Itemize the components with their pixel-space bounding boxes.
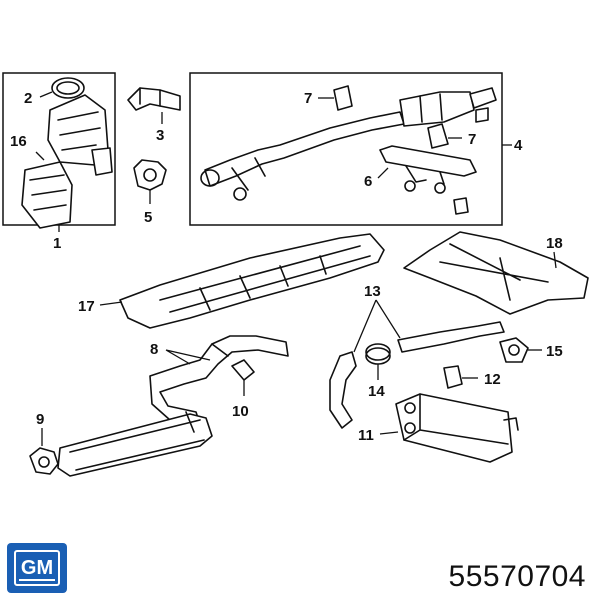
callout-14: 14: [368, 383, 385, 400]
callout-5: 5: [144, 209, 152, 226]
intermediate-pipe-part: [149, 335, 289, 425]
tailpipe-part: [329, 299, 505, 429]
group-box-4: [189, 72, 503, 226]
isolator-part-15: [499, 337, 542, 363]
callout-11: 11: [358, 427, 374, 444]
isolator-part-lower: [427, 123, 462, 149]
resonator-part: [57, 411, 213, 477]
heat-shield-part: [99, 233, 385, 329]
manifold-converter-part: [21, 94, 113, 229]
bracket-part-3: [127, 87, 181, 124]
callout-16: 16: [10, 133, 27, 150]
callout-3: 3: [156, 127, 164, 144]
insulator-part-12: [443, 365, 478, 389]
muffler-part: [379, 393, 519, 463]
callout-13: 13: [364, 283, 381, 300]
bracket-part-6: [377, 107, 489, 215]
isolator-part-upper: [318, 85, 353, 111]
callout-2: 2: [24, 90, 32, 107]
callout-9: 9: [36, 411, 44, 428]
gasket-part-9: [29, 428, 59, 475]
gasket-part: [39, 77, 85, 99]
callout-8: 8: [150, 341, 158, 358]
callout-17: 17: [78, 298, 95, 315]
callout-4: 4: [514, 137, 523, 154]
front-pipe-part: [200, 87, 497, 201]
hanger-part: [231, 359, 255, 396]
gm-logo-text: GM: [21, 557, 53, 579]
callout-15: 15: [546, 343, 563, 360]
rear-heat-shield-part: [403, 231, 589, 315]
part-number: 55570704: [448, 560, 586, 593]
callout-10: 10: [232, 403, 249, 420]
clamp-part: [365, 343, 391, 380]
callout-1: 1: [53, 235, 61, 252]
callout-12: 12: [484, 371, 501, 388]
callout-18: 18: [546, 235, 563, 252]
flange-gasket-part: [133, 159, 167, 204]
gm-logo: GM: [7, 543, 67, 593]
callout-7-upper: 7: [304, 90, 312, 107]
callout-7-lower: 7: [468, 131, 476, 148]
callout-6: 6: [364, 173, 372, 190]
